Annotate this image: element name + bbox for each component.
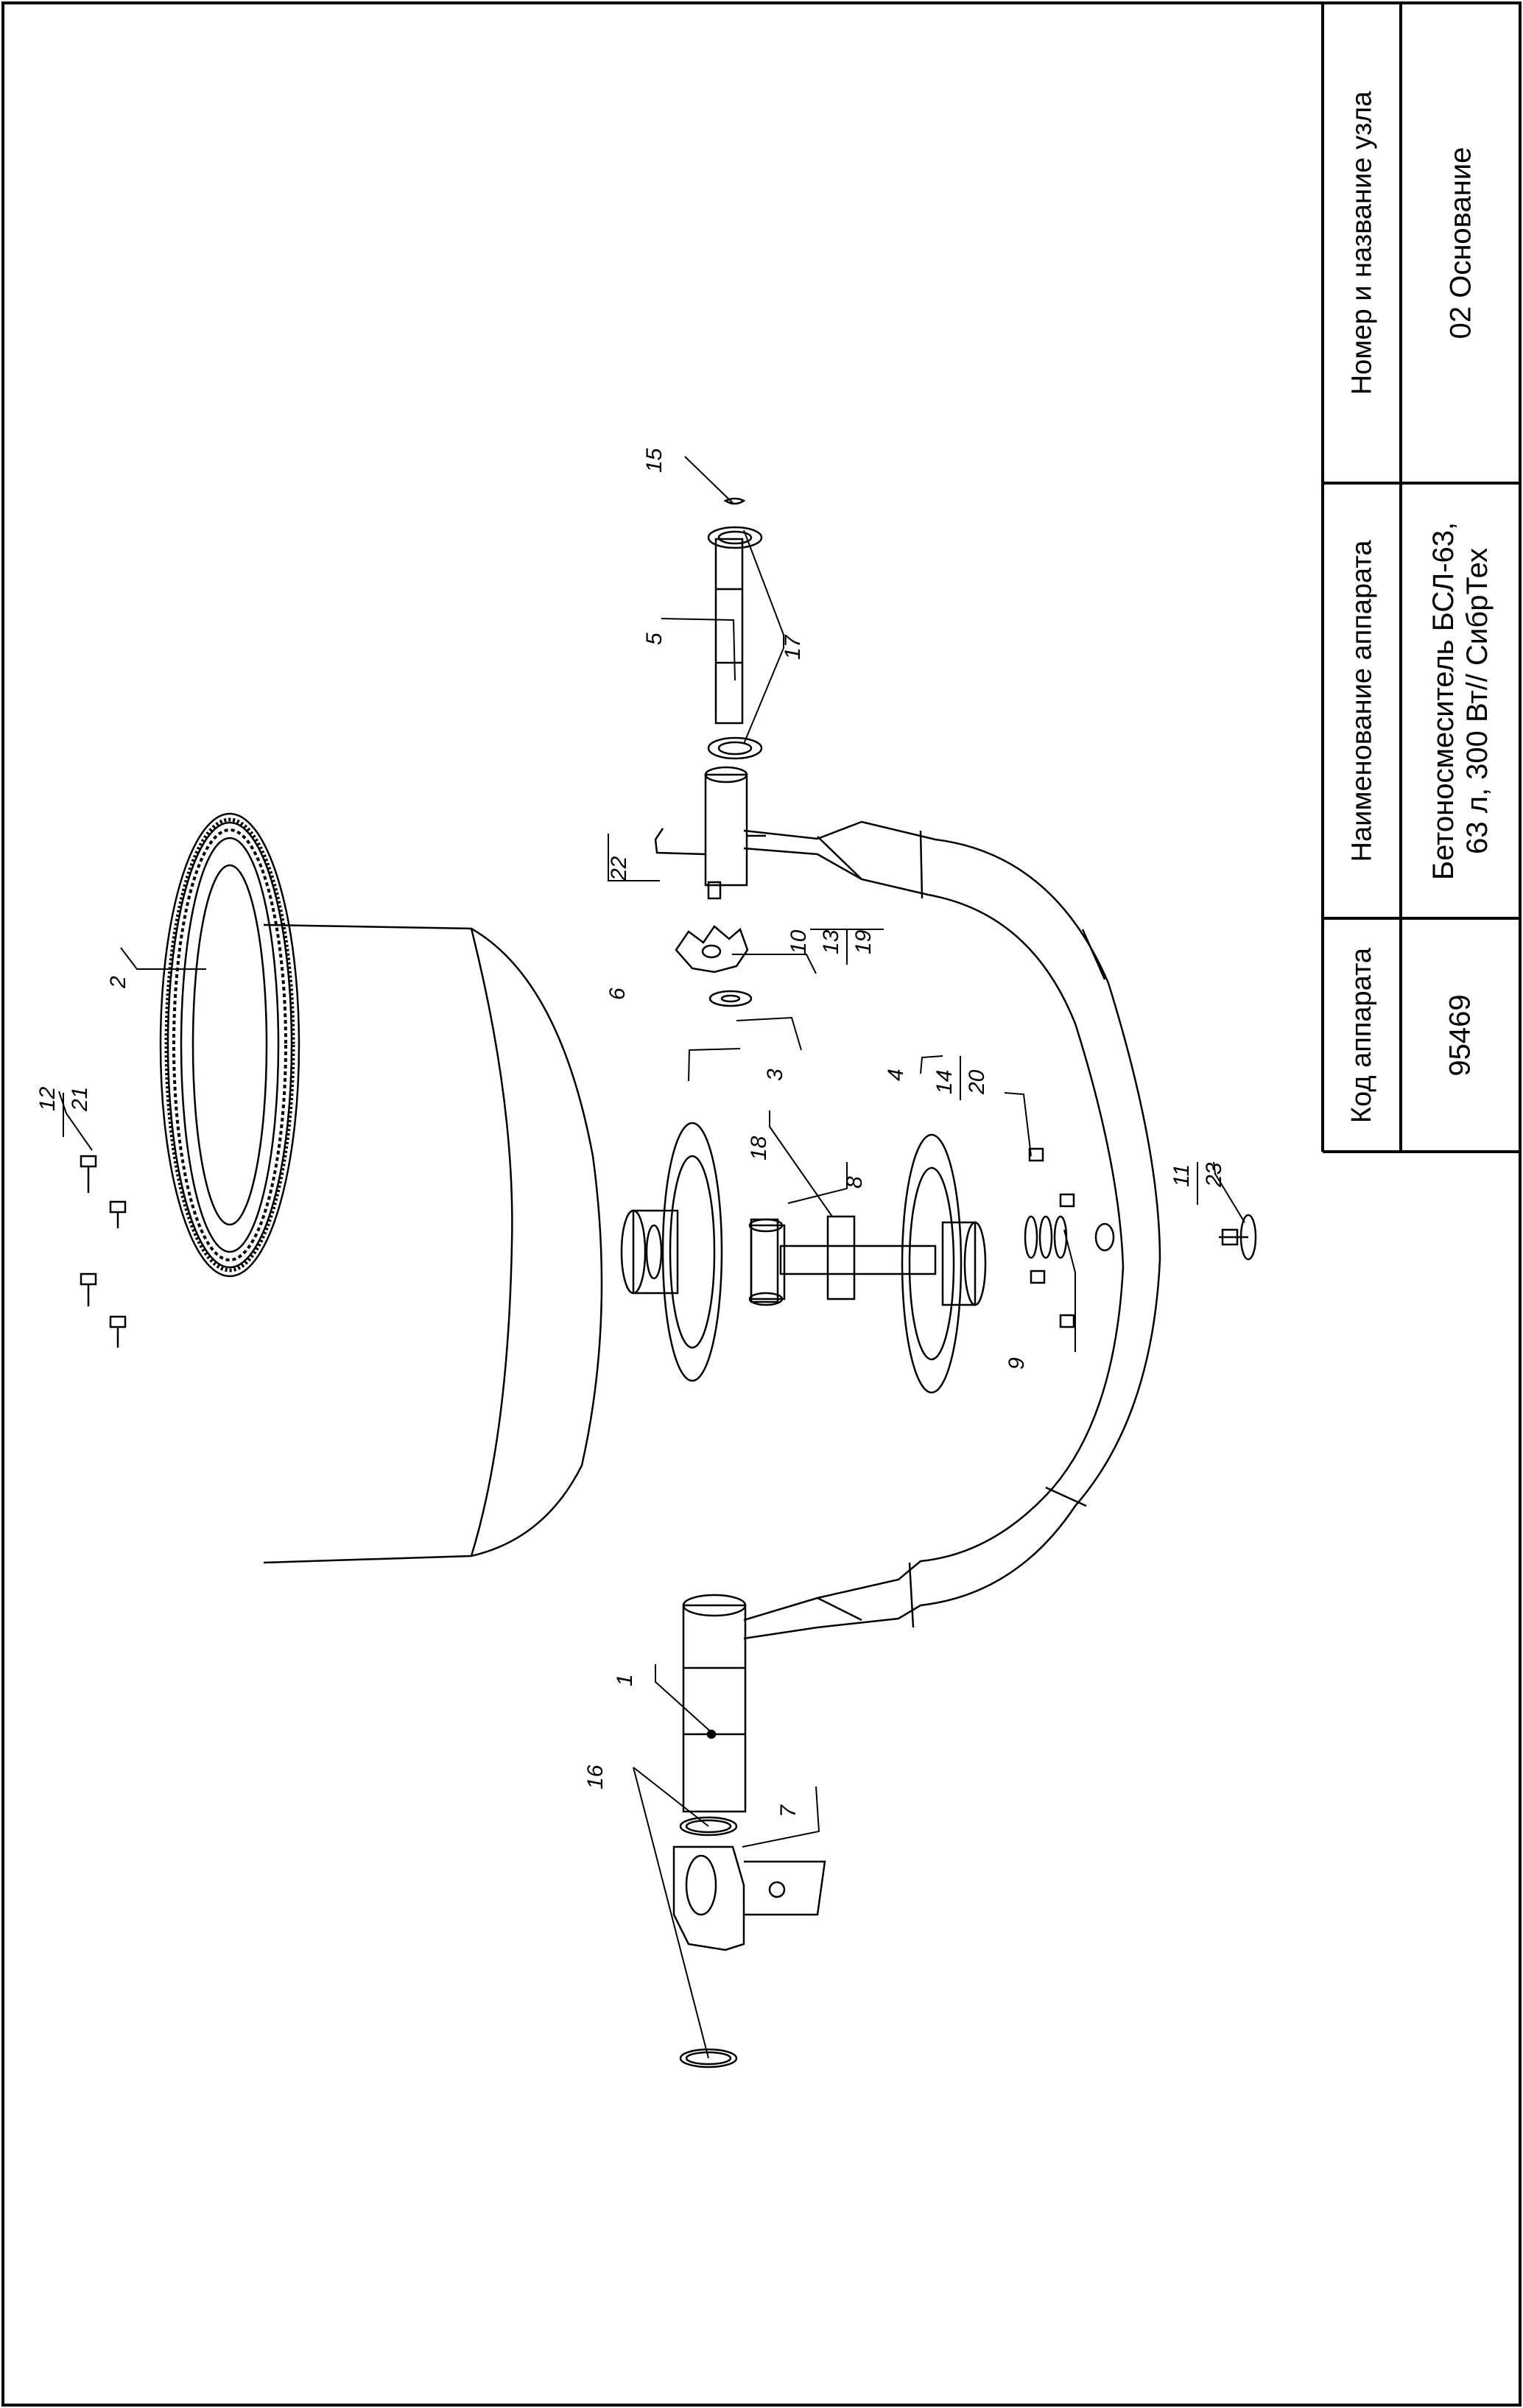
- header-node-name: Номер и название узла: [1324, 4, 1399, 482]
- sprocket-part-6: [675, 925, 749, 974]
- callout-4: 4: [884, 1069, 908, 1081]
- retaining-ring-part-16: [679, 1816, 738, 2069]
- callout-9: 9: [1005, 1357, 1029, 1370]
- callout-18: 18: [747, 1136, 771, 1161]
- frame-sleeve-right: [704, 766, 766, 887]
- frame-sleeve-part-1: [682, 1594, 747, 1813]
- callout-6: 6: [605, 988, 630, 1000]
- value-device-name-line1: Бетоносмеситель БСЛ-63,: [1427, 521, 1460, 880]
- bolt-part-11: [1219, 1214, 1257, 1261]
- bracket-part-22: [654, 828, 722, 900]
- value-device-code-text: 95469: [1443, 993, 1477, 1077]
- callout-1: 1: [613, 1674, 637, 1686]
- drum-part-2: [159, 812, 603, 1564]
- callout-17: 17: [781, 634, 805, 660]
- callout-23: 23: [1202, 1162, 1226, 1188]
- frame-tube: [743, 820, 1161, 1640]
- value-device-name-block: Бетоносмеситель БСЛ-63, 63 л, 300 Вт// С…: [1427, 521, 1494, 879]
- callout-12: 12: [35, 1086, 60, 1111]
- callout-10: 10: [787, 929, 811, 954]
- callout-2: 2: [106, 976, 130, 989]
- value-device-name: Бетоносмеситель БСЛ-63, 63 л, 300 Вт// С…: [1402, 485, 1519, 917]
- flange-part-4: [901, 1133, 987, 1394]
- header-node-name-text: Номер и название узла: [1346, 91, 1377, 395]
- callout-21: 21: [68, 1087, 92, 1112]
- bracket-part-7: [672, 1845, 826, 1951]
- value-node-name-text: 02 Основание: [1444, 147, 1477, 339]
- title-block-grid: [1321, 3, 1520, 1153]
- leader-lines: [58, 456, 1245, 2059]
- bearing-part-18: [750, 1215, 856, 1303]
- callout-22: 22: [607, 856, 631, 881]
- callout-20: 20: [965, 1069, 989, 1095]
- callout-7: 7: [776, 1804, 801, 1817]
- callout-5: 5: [642, 633, 666, 645]
- value-device-code: 95469: [1402, 920, 1519, 1150]
- callout-14: 14: [932, 1070, 957, 1094]
- header-device-name: Наименование аппарата: [1324, 485, 1399, 917]
- callout-3: 3: [763, 1069, 787, 1081]
- callout-11: 11: [1169, 1164, 1194, 1187]
- callout-15: 15: [642, 448, 666, 473]
- callout-8: 8: [843, 1176, 867, 1189]
- washer-part-10: [708, 990, 753, 1007]
- header-device-code: Код аппарата: [1324, 920, 1399, 1150]
- callout-box-lines: [63, 929, 1198, 1205]
- callout-13: 13: [819, 929, 843, 954]
- nuts-part-14: [1028, 1147, 1075, 1328]
- drum-bolts-part-12: [80, 1155, 127, 1348]
- value-node-name: 02 Основание: [1402, 4, 1519, 482]
- value-device-name-line2: 63 л, 300 Вт// СибрТех: [1461, 547, 1494, 854]
- flange-part-3: [620, 1122, 723, 1382]
- header-device-code-text: Код аппарата: [1346, 947, 1378, 1123]
- callout-19: 19: [851, 929, 876, 954]
- pin-part-15: [723, 497, 746, 505]
- shaft-part-5: [707, 526, 763, 760]
- callout-16: 16: [583, 1764, 608, 1789]
- header-device-name-text: Наименование аппарата: [1346, 540, 1378, 862]
